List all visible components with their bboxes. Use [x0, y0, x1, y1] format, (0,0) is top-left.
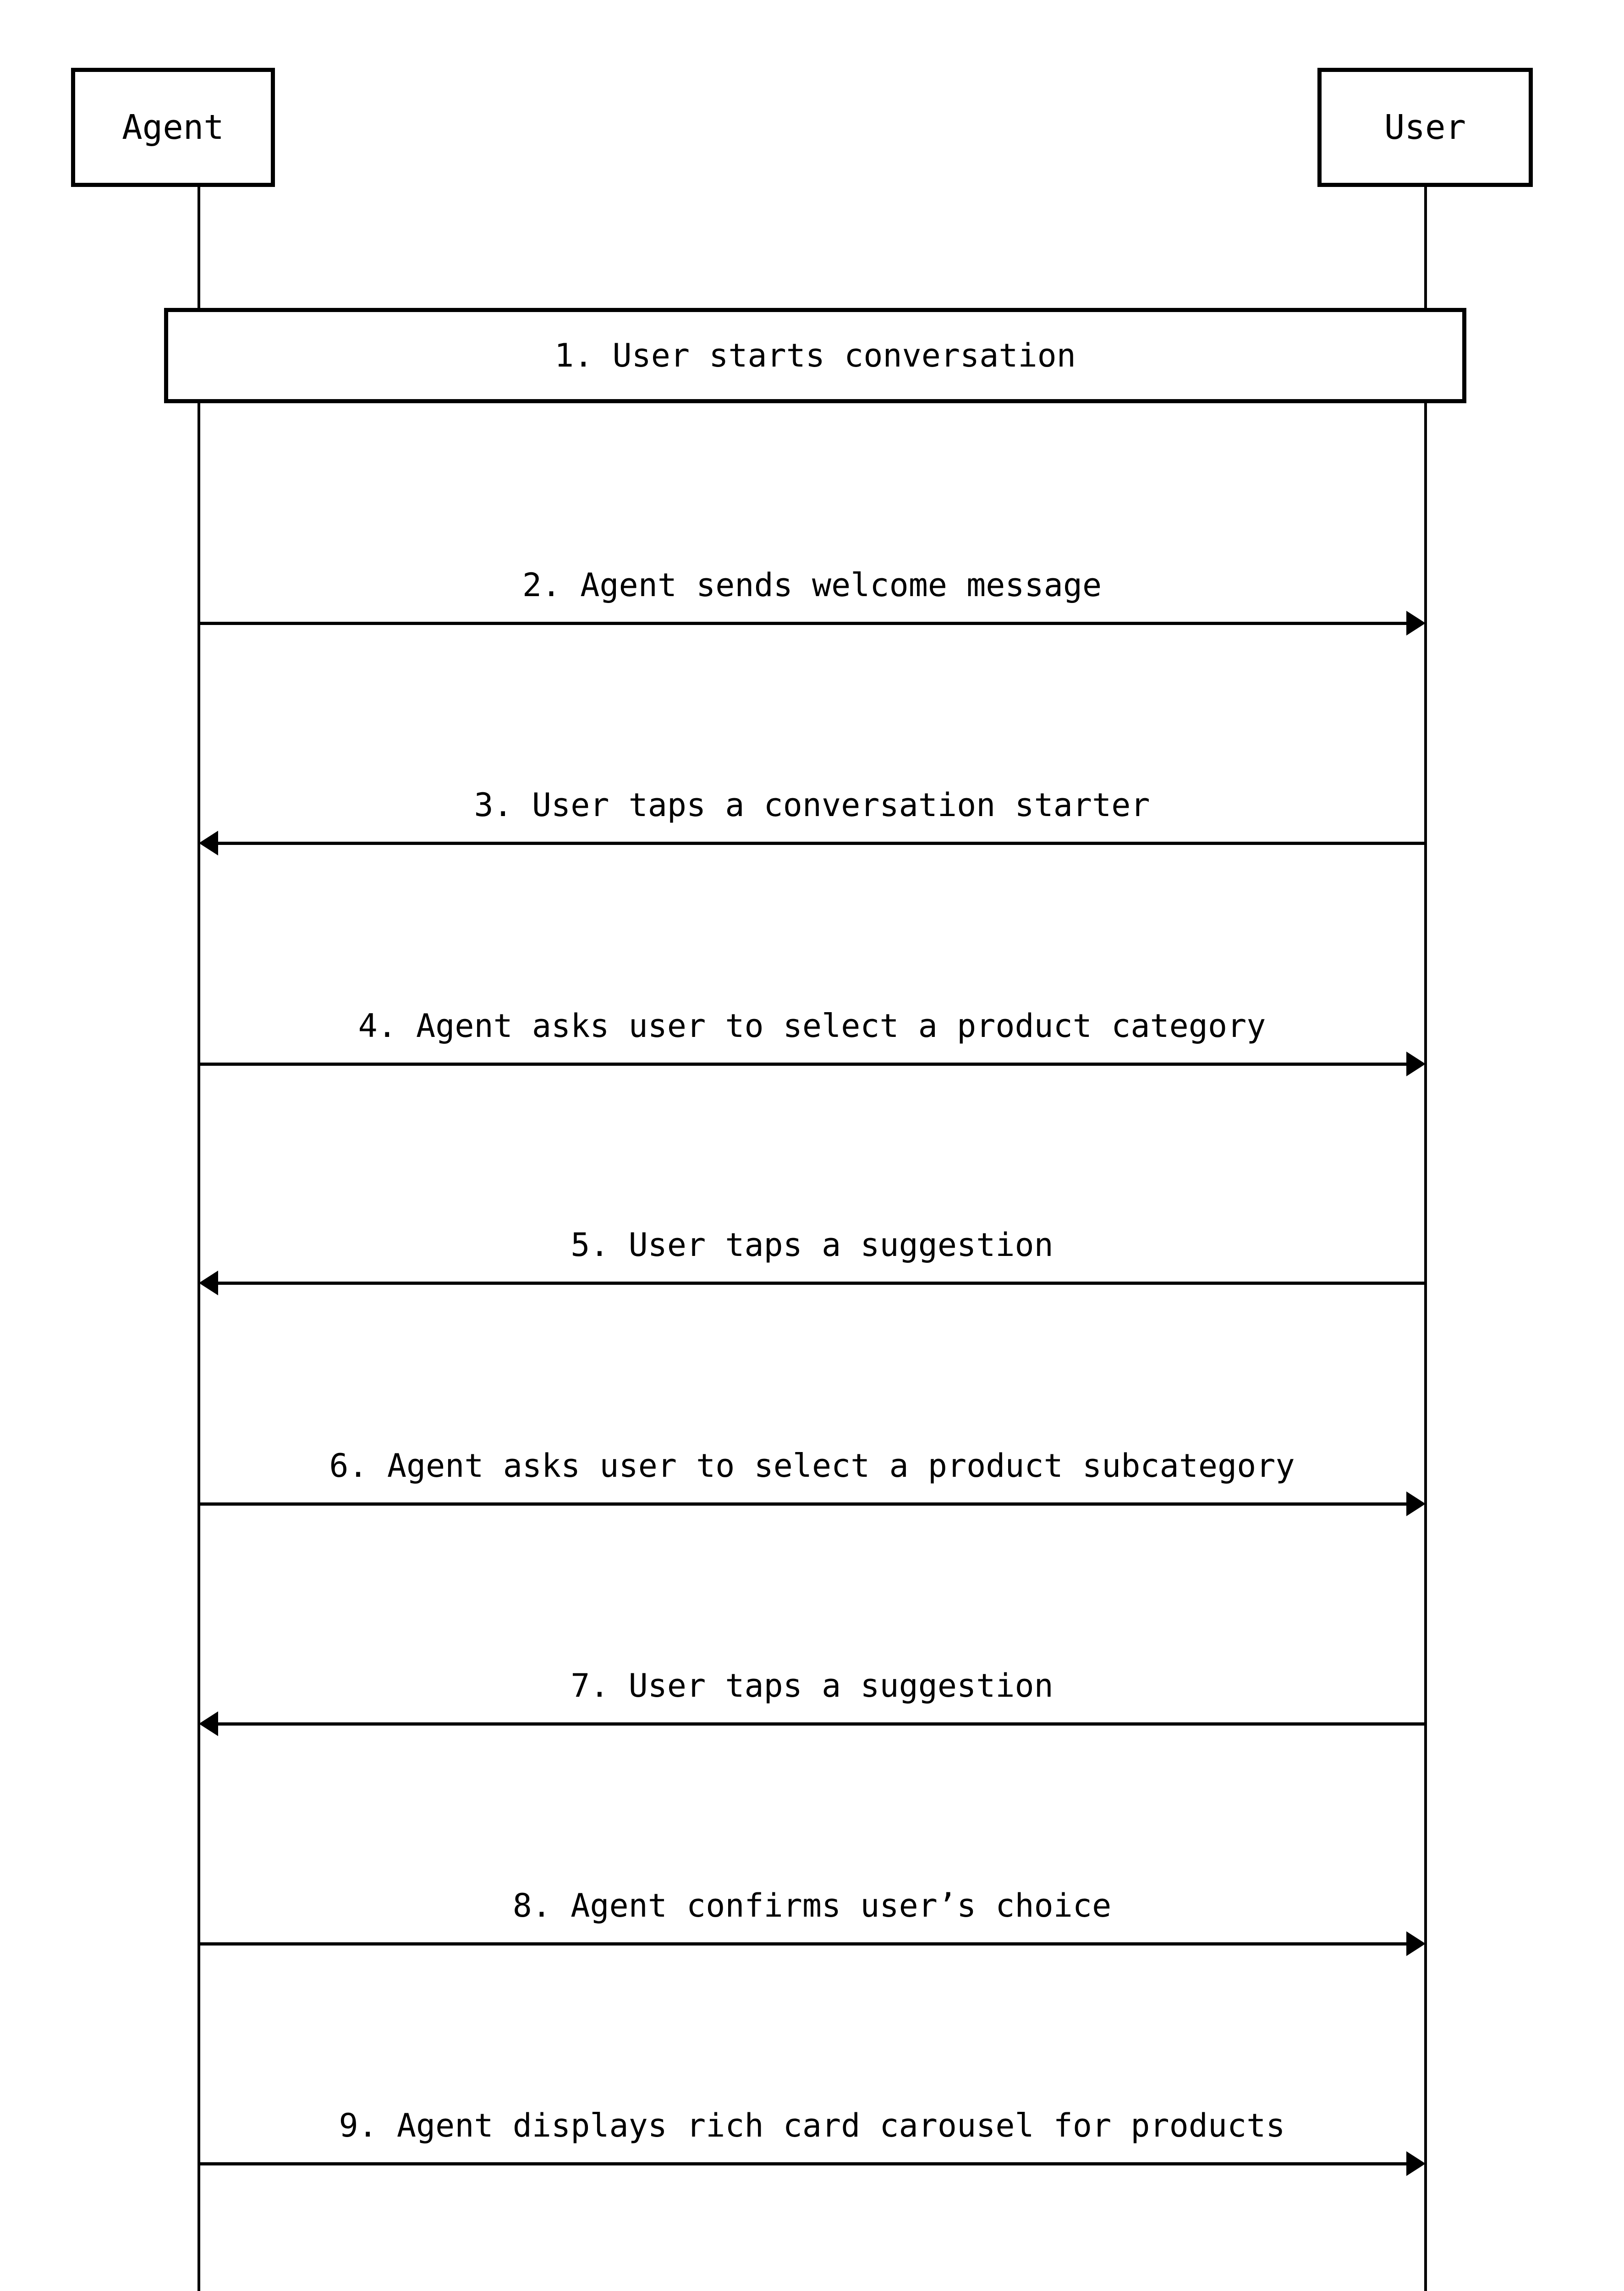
note-box-step-1: 1. User starts conversation: [164, 308, 1466, 403]
message-label-step-9: 9. Agent displays rich card carousel for…: [339, 2106, 1285, 2144]
arrowhead-step-6: [1406, 1491, 1426, 1516]
message-label-step-7: 7. User taps a suggestion: [571, 1666, 1053, 1705]
message-label-step-4: 4. Agent asks user to select a product c…: [358, 1007, 1266, 1045]
actor-label-agent-top: Agent: [122, 108, 224, 147]
arrowhead-step-9: [1406, 2151, 1426, 2176]
message-line-step-2: [199, 622, 1406, 625]
message-line-step-9: [199, 2162, 1406, 2165]
message-label-step-8: 8. Agent confirms user’s choice: [512, 1886, 1112, 1924]
lifeline-agent: [198, 187, 200, 2291]
arrowhead-step-2: [1406, 611, 1426, 636]
actor-label-user-top: User: [1384, 108, 1466, 147]
arrowhead-step-4: [1406, 1052, 1426, 1076]
message-label-step-6: 6. Agent asks user to select a product s…: [329, 1447, 1295, 1485]
actor-box-agent-top: Agent: [71, 68, 275, 187]
message-line-step-8: [199, 1942, 1406, 1946]
message-line-step-3: [218, 842, 1426, 845]
arrowhead-step-8: [1406, 1931, 1426, 1956]
arrowhead-step-7: [199, 1711, 218, 1736]
message-line-step-7: [218, 1722, 1426, 1726]
message-label-step-3: 3. User taps a conversation starter: [474, 786, 1150, 824]
message-label-step-5: 5. User taps a suggestion: [571, 1226, 1053, 1264]
message-line-step-5: [218, 1282, 1426, 1285]
actor-box-user-top: User: [1317, 68, 1533, 187]
message-line-step-6: [199, 1502, 1406, 1506]
lifeline-user: [1424, 187, 1427, 2291]
note-label-step-1: 1. User starts conversation: [554, 336, 1076, 374]
arrowhead-step-3: [199, 831, 218, 855]
message-label-step-2: 2. Agent sends welcome message: [522, 566, 1102, 604]
message-line-step-4: [199, 1063, 1406, 1066]
arrowhead-step-5: [199, 1271, 218, 1295]
